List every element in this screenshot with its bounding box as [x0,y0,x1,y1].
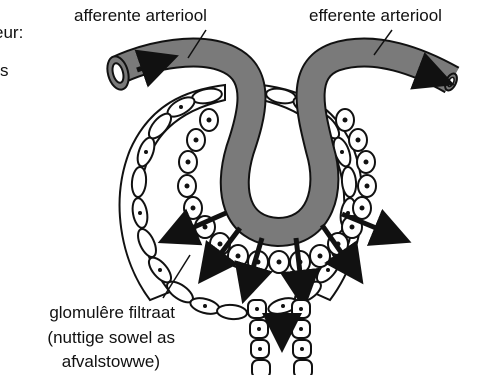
efferent-label: efferente arteriool [309,6,442,25]
afferent-label: afferente arteriool [74,6,207,25]
filtrate-label-line1: glomulêre filtraat [49,303,175,322]
filtrate-label-line3: afvalstowwe) [62,352,160,371]
corner-text-bottom: s [0,61,9,80]
filtrate-label-line2: (nuttige sowel as [47,328,175,347]
corner-text-top: eur: [0,23,23,42]
